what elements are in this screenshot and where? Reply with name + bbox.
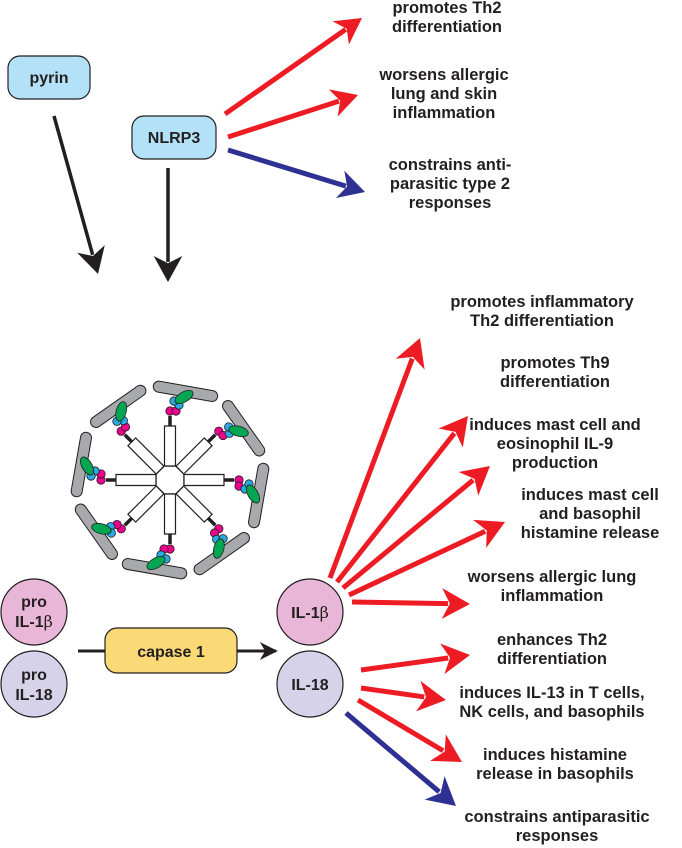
nlrp3-effect-arrow-1-head [332,18,362,45]
nacht-domain [127,437,165,475]
nlrp3-effect-arrow-1-shaft [223,27,348,117]
nlrp3-node[interactable]: NLRP3 [131,115,217,160]
pyrin-to-inflammasome-arrow-head [77,245,105,274]
il1b-effect-arrow-2-shaft [335,431,457,584]
pro-il1b-label-2: IL-1β [15,612,53,631]
linker [123,516,134,527]
il18-effect-arrow-3-head [430,734,462,762]
il1b-effect-arrow-4 [347,519,505,598]
pyd-domain [212,538,225,559]
arrows-layer [52,18,505,806]
il1b-effect-arrow-3-head [458,466,490,496]
pyrin-to-inflammasome-arrow-shaft [52,115,95,256]
nlrp3-effect-arrow-2-shaft [227,98,340,140]
inflammasome-complex [70,380,270,580]
il1b-effect-arrow-5-head [441,588,470,619]
pyrin-to-inflammasome-arrow [52,115,105,274]
il1b-effect-arrow-4-head [473,519,505,548]
nacht-domain [115,473,157,487]
il18-label: IL-18 [291,677,328,694]
nacht-domain [175,485,213,523]
il1b-effect-arrow-5 [351,588,470,619]
nacht-domain [163,493,177,535]
il1b-effect-arrow-3 [341,466,490,590]
nlrp3-effect-arrow-3 [227,147,365,199]
nlrp3-to-inflammasome-arrow [153,168,183,282]
pro-il1b-label-1: pro [21,594,47,611]
il1b-effect-arrow-4-shaft [347,529,487,598]
il1b-effect-arrow-1-head [395,338,425,370]
linker [206,433,217,444]
il18-effect-arrow-2-shaft [360,685,425,700]
pro-il18-label-2: IL-18 [15,687,52,704]
il18-effect-label-2: induces IL-13 in T cells,NK cells, and b… [459,684,644,721]
il18-effect-arrow-2 [360,680,446,712]
il18-node[interactable]: IL-18 [276,650,344,718]
inflammasome-subunit [112,401,165,475]
pyrin-label: pyrin [29,70,68,87]
nlrp3-effect-arrow-2-head [328,89,358,117]
inflammasome-subunit [175,422,249,475]
nacht-domain [127,485,165,523]
pyd-domain [115,401,128,422]
nlrp3-effect-arrow-3-shaft [227,147,347,189]
inflammasome-subunit [175,485,228,559]
il1b-label: IL-1β [291,603,329,622]
nacht-domain [183,473,225,487]
pyd-domain [91,522,112,535]
il18-effect-arrow-2-head [416,680,446,712]
pyd-domain [174,389,194,405]
il1b-effect-arrow-2-head [438,416,468,448]
nlrp3-effect-arrow-1 [223,18,362,117]
pro-il1b-node[interactable]: pro IL-1β [0,578,68,646]
il18-effect-arrow-4 [344,711,456,806]
nacht-domain [163,425,177,467]
linker [123,433,134,444]
nacht-domain [175,437,213,475]
pyrin-node[interactable]: pyrin [7,55,91,100]
caspase-1-label: capase 1 [137,644,205,661]
il1b-effect-arrow-1 [327,338,425,579]
il18-effect-arrow-4-head [424,776,456,806]
nlrp3-label: NLRP3 [148,130,201,147]
pyd-domain [245,484,261,504]
il1b-effect-arrow-1-shaft [327,357,415,579]
il1b-node[interactable]: IL-1β [276,578,344,646]
inflammasome-subunit [79,456,157,487]
il18-effect-arrow-1-shaft [360,655,449,673]
central-hub [155,465,185,495]
pyd-domain [79,456,95,476]
il1b-effect-arrow-3-shaft [341,478,475,590]
nlrp3-to-inflammasome-arrow-head [153,256,183,282]
pyd-domain [228,425,249,438]
il18-effect-arrow-4-shaft [344,711,441,794]
inflammasome-subunit [91,485,165,538]
pyd-domain [146,555,166,571]
il18-effect-arrow-3 [356,697,462,762]
pro-il18-label-1: pro [21,667,47,684]
il18-effect-arrow-3-shaft [356,697,445,753]
il1b-effect-arrow-2 [335,416,468,584]
nlrp3-effect-arrow-3-head [335,170,365,199]
caspase-1-node[interactable]: capase 1 [104,627,238,674]
il18-effect-arrow-1-head [440,643,470,675]
il18-effect-arrow-1 [360,643,470,675]
il1b-effect-arrow-5-shaft [351,599,449,607]
nlrp3-effect-arrow-2 [227,89,358,140]
linker [206,516,217,527]
pro-il18-node[interactable]: pro IL-18 [0,650,68,718]
